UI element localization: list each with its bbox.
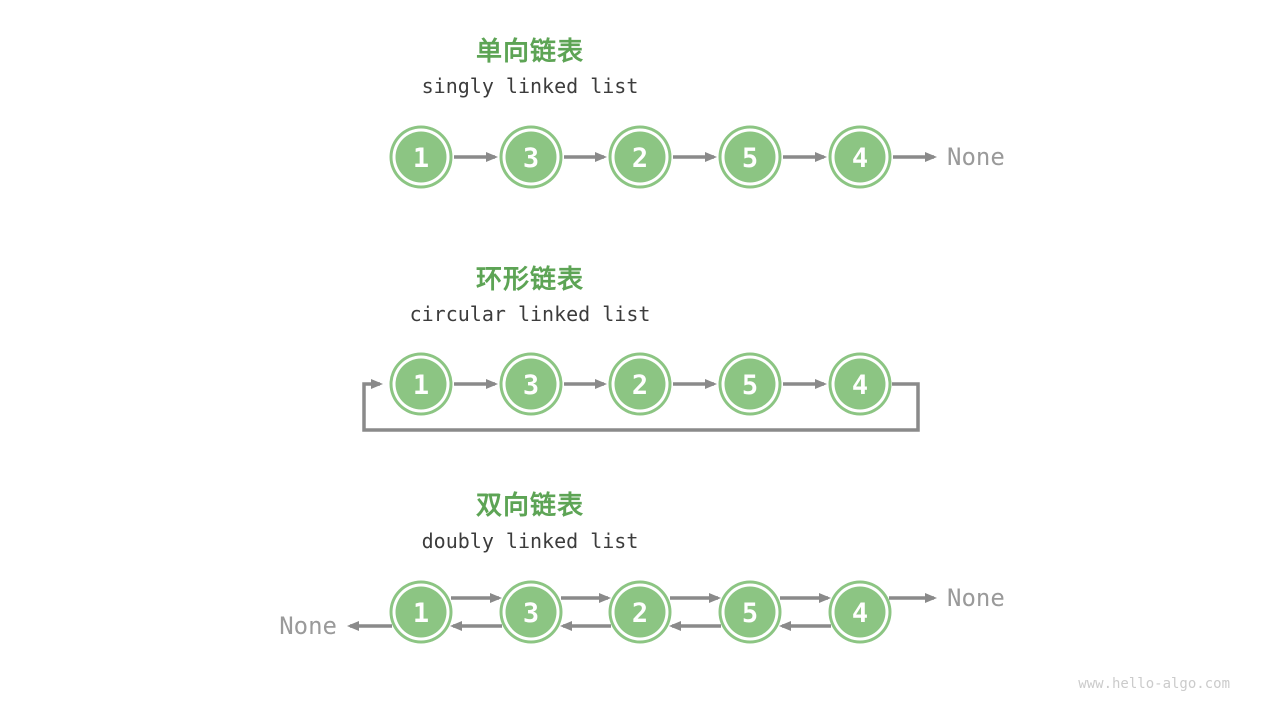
tail-none-label: None	[947, 143, 1005, 171]
watermark: www.hello-algo.com	[1078, 676, 1230, 692]
node-value: 5	[742, 370, 758, 401]
list-node: 5	[718, 580, 782, 644]
list-node: 3	[499, 352, 563, 416]
node-value: 3	[523, 598, 539, 629]
list-node: 2	[608, 125, 672, 189]
list-node: 5	[718, 125, 782, 189]
node-value: 5	[742, 598, 758, 629]
list-node: 1	[389, 580, 453, 644]
node-value: 4	[852, 598, 868, 629]
section-subtitle-doubly: doubly linked list	[422, 529, 639, 553]
node-value: 1	[413, 598, 429, 629]
list-node: 4	[828, 580, 892, 644]
list-node: 4	[828, 125, 892, 189]
tail-none-label: None	[947, 584, 1005, 612]
node-value: 2	[632, 598, 648, 629]
list-node: 2	[608, 580, 672, 644]
head-none-label: None	[279, 612, 337, 640]
node-value: 1	[413, 370, 429, 401]
node-value: 2	[632, 370, 648, 401]
node-value: 3	[523, 143, 539, 174]
section-subtitle-circular: circular linked list	[410, 302, 651, 326]
section-subtitle-singly: singly linked list	[422, 74, 639, 98]
node-value: 4	[852, 143, 868, 174]
list-node: 5	[718, 352, 782, 416]
node-value: 1	[413, 143, 429, 174]
section-title-singly: 单向链表	[476, 36, 584, 66]
list-node: 1	[389, 125, 453, 189]
section-title-circular: 环形链表	[476, 264, 584, 294]
node-value: 5	[742, 143, 758, 174]
node-value: 4	[852, 370, 868, 401]
list-node: 4	[828, 352, 892, 416]
list-node: 3	[499, 125, 563, 189]
list-node: 3	[499, 580, 563, 644]
list-node: 2	[608, 352, 672, 416]
node-value: 2	[632, 143, 648, 174]
section-title-doubly: 双向链表	[476, 490, 584, 520]
loop-back-arrow	[362, 379, 920, 432]
node-value: 3	[523, 370, 539, 401]
list-node: 1	[389, 352, 453, 416]
